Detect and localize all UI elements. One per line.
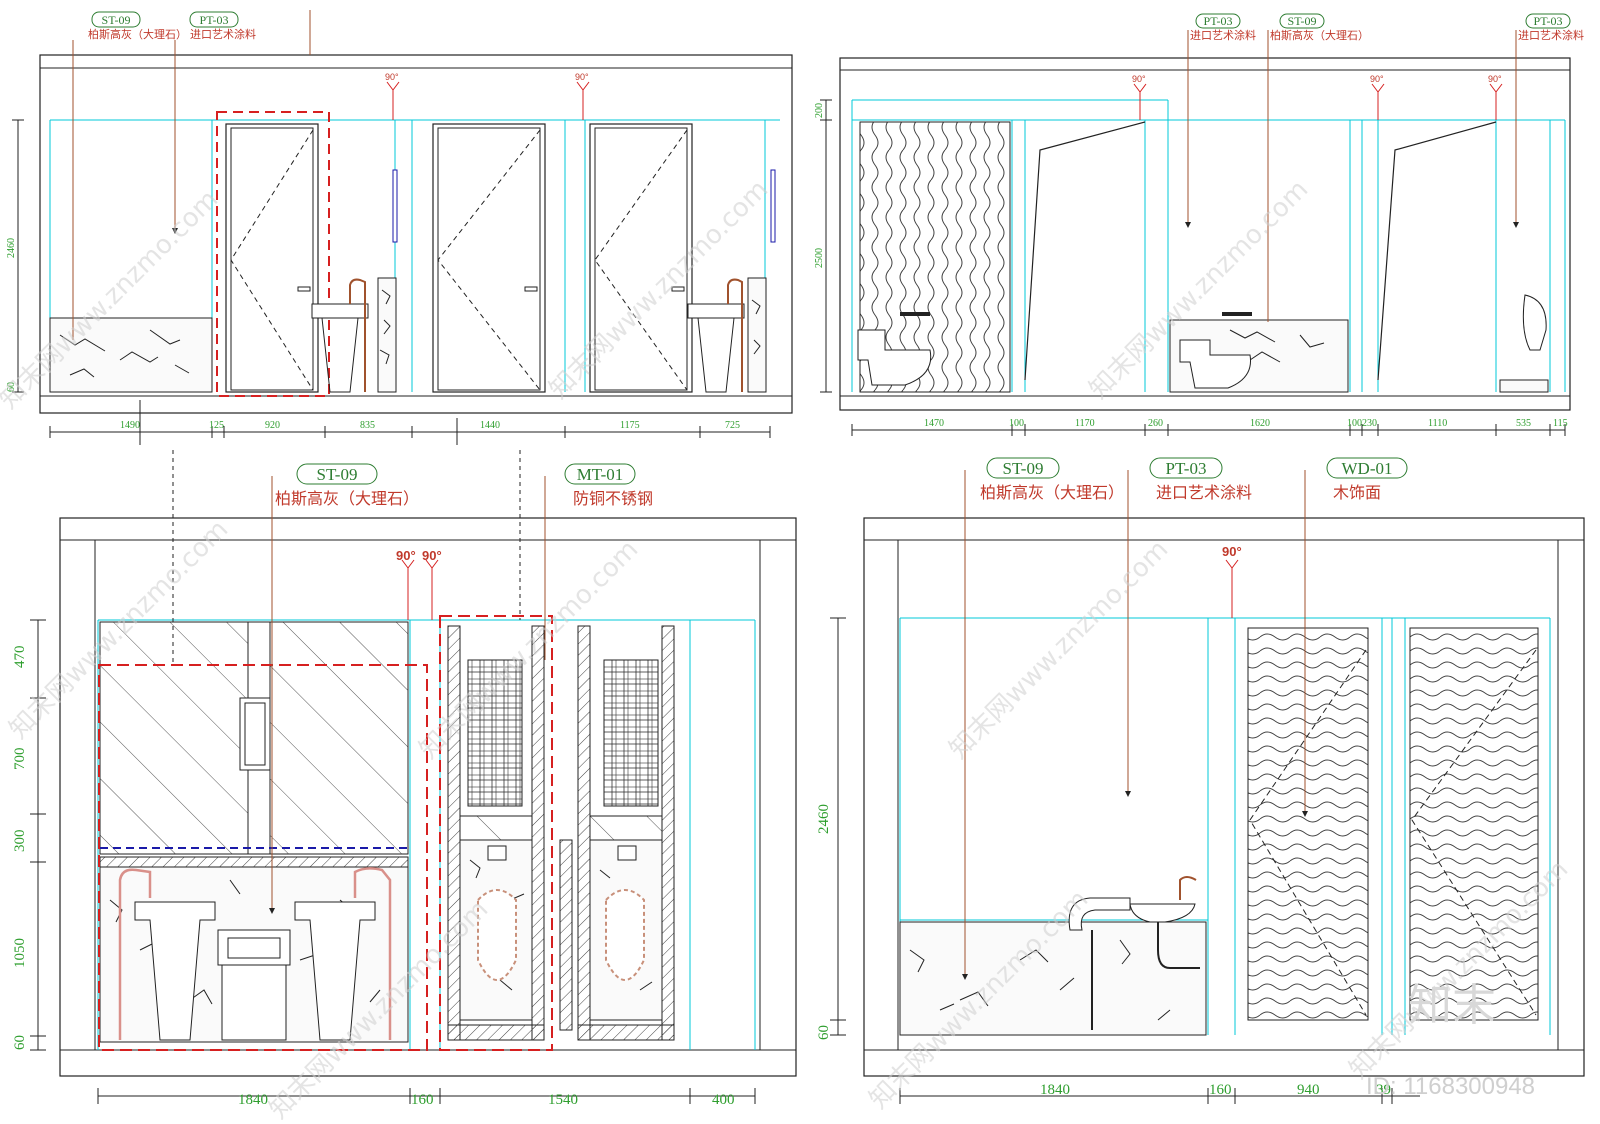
dimension-label: 1175 — [620, 420, 640, 431]
panel-bottom-right — [830, 470, 1585, 1104]
dimension-label: 100 — [1347, 418, 1362, 429]
tag-material: 木饰面 — [1333, 483, 1381, 502]
dimension-label: 300 — [12, 830, 28, 853]
tag-callout: PT-03 进口艺术涂料 — [1518, 13, 1584, 42]
tag-material: 柏斯高灰（大理石） — [275, 489, 419, 508]
dimension-label: 1470 — [924, 418, 944, 429]
tag-code: ST-09 — [1288, 14, 1317, 28]
dimension-label: 1050 — [12, 938, 28, 968]
angle-label: 90° — [575, 72, 589, 82]
panel-top-right — [820, 30, 1571, 436]
tag-code: ST-09 — [317, 465, 358, 484]
tag-code: ST-09 — [102, 13, 131, 27]
angle-label: 90° — [1488, 74, 1502, 84]
tag-callout: ST-09 柏斯高灰（大理石） — [275, 463, 419, 508]
tag-code: PT-03 — [1204, 14, 1233, 28]
dimension-label: 2500 — [814, 248, 825, 268]
watermark-text: 知末网www.znzmo.com — [544, 174, 775, 405]
dimension-label: 1490 — [120, 420, 140, 431]
dimension-label: 60 — [6, 382, 17, 392]
tag-callout: PT-03 进口艺术涂料 — [1149, 457, 1252, 502]
tag-callout: PT-03 进口艺术涂料 — [1190, 13, 1256, 42]
tag-callout: PT-03 进口艺术涂料 — [189, 11, 256, 41]
tag-callout: MT-01 防铜不锈钢 — [564, 463, 653, 508]
dimension-label: 470 — [12, 646, 28, 669]
tag-code: PT-03 — [200, 13, 229, 27]
dimension-label: 700 — [12, 748, 28, 771]
angle-label: 90° — [422, 548, 442, 563]
dimension-label: 1170 — [1075, 418, 1095, 429]
dimension-label: 39 — [1376, 1082, 1391, 1098]
dimension-label: 920 — [265, 420, 280, 431]
tag-material: 进口艺术涂料 — [190, 27, 256, 41]
dimension-label: 125 — [209, 420, 224, 431]
tag-material: 柏斯高灰（大理石） — [88, 27, 187, 41]
tag-callout: ST-09 柏斯高灰（大理石） — [980, 457, 1124, 502]
dimension-label: 160 — [411, 1092, 434, 1108]
dimension-label: 400 — [712, 1092, 735, 1108]
dimension-label: 60 — [816, 1025, 832, 1040]
dimension-label: 115 — [1553, 418, 1568, 429]
panel-bottom-left — [30, 450, 797, 1104]
tag-material: 进口艺术涂料 — [1190, 28, 1256, 42]
dimension-label: 1620 — [1250, 418, 1270, 429]
watermark-text: 知末网www.znzmo.com — [944, 534, 1175, 765]
dimension-label: 1110 — [1428, 418, 1447, 429]
dimension-label: 60 — [12, 1035, 28, 1050]
angle-label: 90° — [1222, 544, 1242, 559]
dimension-label: 940 — [1297, 1082, 1320, 1098]
panel-top-left — [12, 10, 793, 445]
tag-code: WD-01 — [1342, 459, 1393, 478]
watermark-id: ID: 1168300948 — [1366, 1073, 1535, 1100]
dimension-label: 835 — [360, 420, 375, 431]
dimension-label: 535 — [1516, 418, 1531, 429]
angle-label: 90° — [385, 72, 399, 82]
tag-callout: ST-09 柏斯高灰（大理石） — [1270, 13, 1369, 42]
dimension-label: 1840 — [1040, 1082, 1070, 1098]
tag-material: 防铜不锈钢 — [573, 489, 653, 508]
tag-material: 进口艺术涂料 — [1518, 28, 1584, 42]
tag-code: ST-09 — [1003, 459, 1044, 478]
tag-callout: WD-01 木饰面 — [1326, 457, 1408, 502]
dimension-label: 160 — [1209, 1082, 1232, 1098]
dimension-label: 2460 — [6, 238, 17, 258]
angle-label: 90° — [396, 548, 416, 563]
dimension-label: 725 — [725, 420, 740, 431]
angle-label: 90° — [1132, 74, 1146, 84]
tag-material: 柏斯高灰（大理石） — [1270, 28, 1369, 42]
watermark-logo: 知末 — [1408, 980, 1496, 1031]
tag-callout: ST-09 柏斯高灰（大理石） — [88, 11, 187, 41]
tag-code: MT-01 — [577, 465, 624, 484]
dimension-label: 100 — [1009, 418, 1024, 429]
dimension-label: 260 — [1148, 418, 1163, 429]
dimension-label: 1540 — [548, 1092, 578, 1108]
dimension-label: 2460 — [816, 804, 832, 834]
tag-code: PT-03 — [1534, 14, 1563, 28]
dimension-label: 1840 — [238, 1092, 268, 1108]
tag-material: 进口艺术涂料 — [1156, 483, 1252, 502]
dimension-label: 1440 — [480, 420, 500, 431]
dimension-label: 230 — [1362, 418, 1377, 429]
tag-code: PT-03 — [1166, 459, 1207, 478]
dimension-label: 200 — [814, 103, 825, 118]
tag-material: 柏斯高灰（大理石） — [980, 483, 1124, 502]
angle-label: 90° — [1370, 74, 1384, 84]
